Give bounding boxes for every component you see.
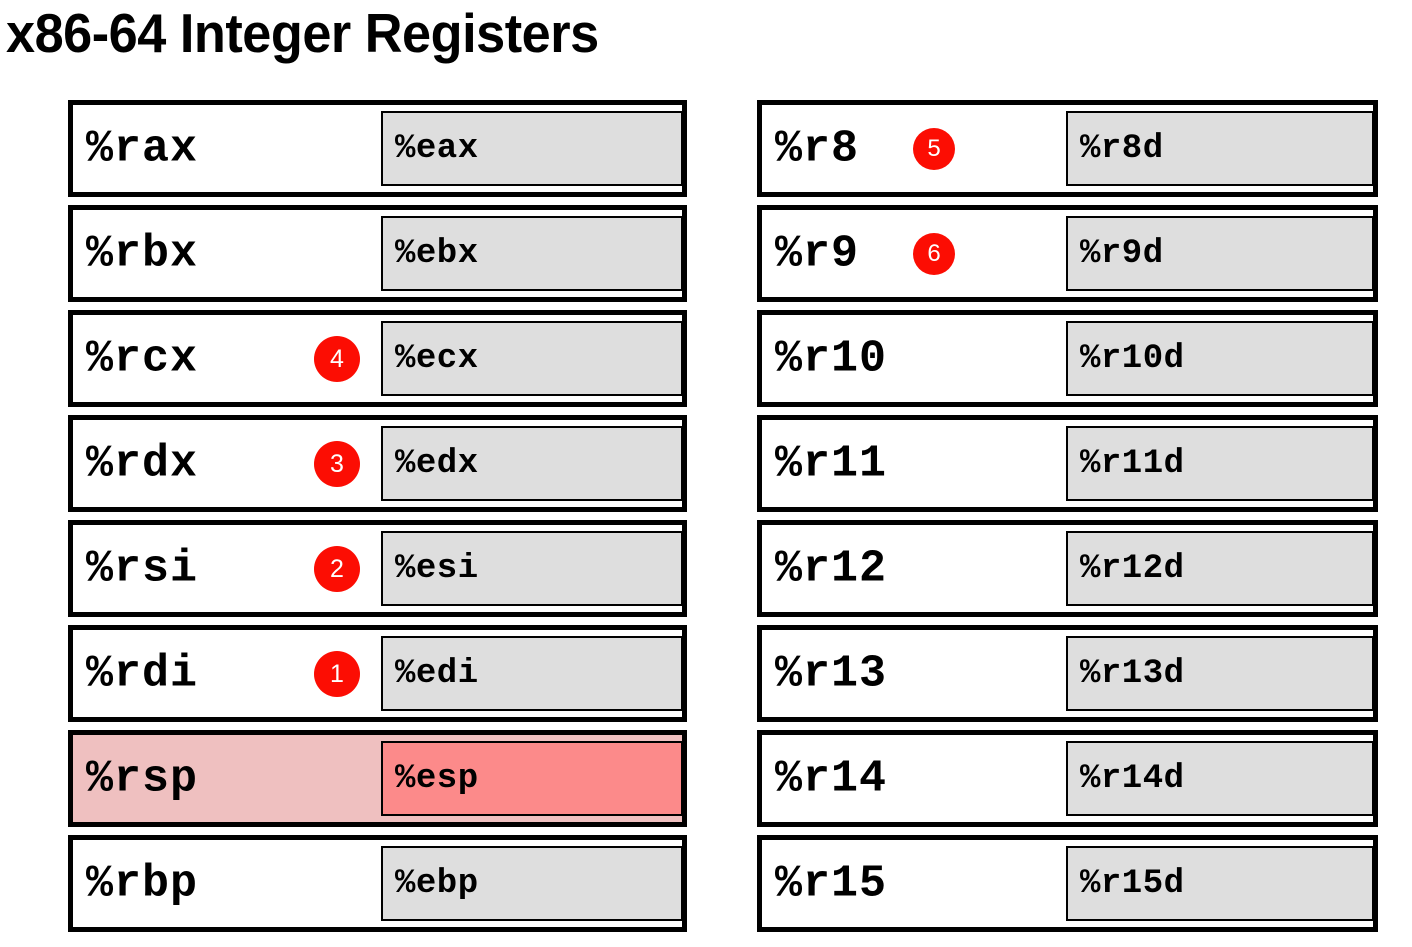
register-row[interactable]: %r13 %r13d [757,625,1378,722]
register-name-64bit: %rdx [86,438,199,489]
register-row[interactable]: %r14 %r14d [757,730,1378,827]
register-row[interactable]: %r9 6 %r9d [757,205,1378,302]
register-name-32bit: %r13d [1080,654,1185,693]
subregister-box[interactable]: %ebp [381,846,683,921]
register-row[interactable]: %rbx %ebx [68,205,687,302]
register-row[interactable]: %rsp %esp [68,730,687,827]
subregister-box[interactable]: %ebx [381,216,683,291]
subregister-box[interactable]: %r11d [1066,426,1374,501]
argument-order-badge: 6 [913,232,955,275]
subregister-box[interactable]: %r12d [1066,531,1374,606]
register-row[interactable]: %r12 %r12d [757,520,1378,617]
subregister-box[interactable]: %r9d [1066,216,1374,291]
register-row[interactable]: %rax %eax [68,100,687,197]
subregister-box[interactable]: %esi [381,531,683,606]
register-name-32bit: %esp [395,759,479,798]
register-name-64bit: %rsp [86,753,199,804]
register-row[interactable]: %rcx 4 %ecx [68,310,687,407]
register-row[interactable]: %r8 5 %r8d [757,100,1378,197]
register-row[interactable]: %r10 %r10d [757,310,1378,407]
register-name-32bit: %esi [395,549,479,588]
subregister-box[interactable]: %edx [381,426,683,501]
register-name-32bit: %eax [395,129,479,168]
register-name-64bit: %r11 [775,438,888,489]
register-row[interactable]: %r15 %r15d [757,835,1378,932]
argument-order-badge: 4 [314,335,360,382]
register-name-64bit: %rbp [86,858,199,909]
register-name-32bit: %r10d [1080,339,1185,378]
register-name-64bit: %r13 [775,648,888,699]
page-title: x86-64 Integer Registers [6,2,599,64]
register-name-64bit: %rax [86,123,199,174]
register-name-64bit: %r9 [775,228,860,279]
subregister-box[interactable]: %edi [381,636,683,711]
register-name-64bit: %r12 [775,543,888,594]
register-name-64bit: %r8 [775,123,860,174]
register-name-32bit: %r15d [1080,864,1185,903]
register-name-64bit: %rcx [86,333,199,384]
register-name-64bit: %r14 [775,753,888,804]
subregister-box[interactable]: %r8d [1066,111,1374,186]
register-name-32bit: %edi [395,654,479,693]
register-row[interactable]: %rdi 1 %edi [68,625,687,722]
register-name-32bit: %r14d [1080,759,1185,798]
subregister-box[interactable]: %ecx [381,321,683,396]
register-row[interactable]: %rsi 2 %esi [68,520,687,617]
subregister-box[interactable]: %eax [381,111,683,186]
subregister-box[interactable]: %r10d [1066,321,1374,396]
register-name-32bit: %r11d [1080,444,1185,483]
register-name-32bit: %r8d [1080,129,1164,168]
subregister-box[interactable]: %r14d [1066,741,1374,816]
register-name-32bit: %r9d [1080,234,1164,273]
register-column-left: %rax %eax %rbx %ebx %rcx 4 %ecx %rdx 3 %edx %rsi 2%… [68,100,687,940]
register-name-64bit: %r10 [775,333,888,384]
register-name-64bit: %r15 [775,858,888,909]
register-name-32bit: %ebx [395,234,479,273]
argument-order-badge: 5 [913,127,955,170]
register-name-32bit: %edx [395,444,479,483]
subregister-box[interactable]: %r15d [1066,846,1374,921]
register-name-64bit: %rdi [86,648,199,699]
register-name-32bit: %ecx [395,339,479,378]
register-row[interactable]: %r11 %r11d [757,415,1378,512]
register-row[interactable]: %rbp %ebp [68,835,687,932]
register-name-64bit: %rsi [86,543,199,594]
argument-order-badge: 1 [314,650,360,697]
argument-order-badge: 3 [314,440,360,487]
register-name-64bit: %rbx [86,228,199,279]
subregister-box[interactable]: %esp [381,741,683,816]
argument-order-badge: 2 [314,545,360,592]
register-name-32bit: %ebp [395,864,479,903]
register-row[interactable]: %rdx 3 %edx [68,415,687,512]
subregister-box[interactable]: %r13d [1066,636,1374,711]
register-name-32bit: %r12d [1080,549,1185,588]
